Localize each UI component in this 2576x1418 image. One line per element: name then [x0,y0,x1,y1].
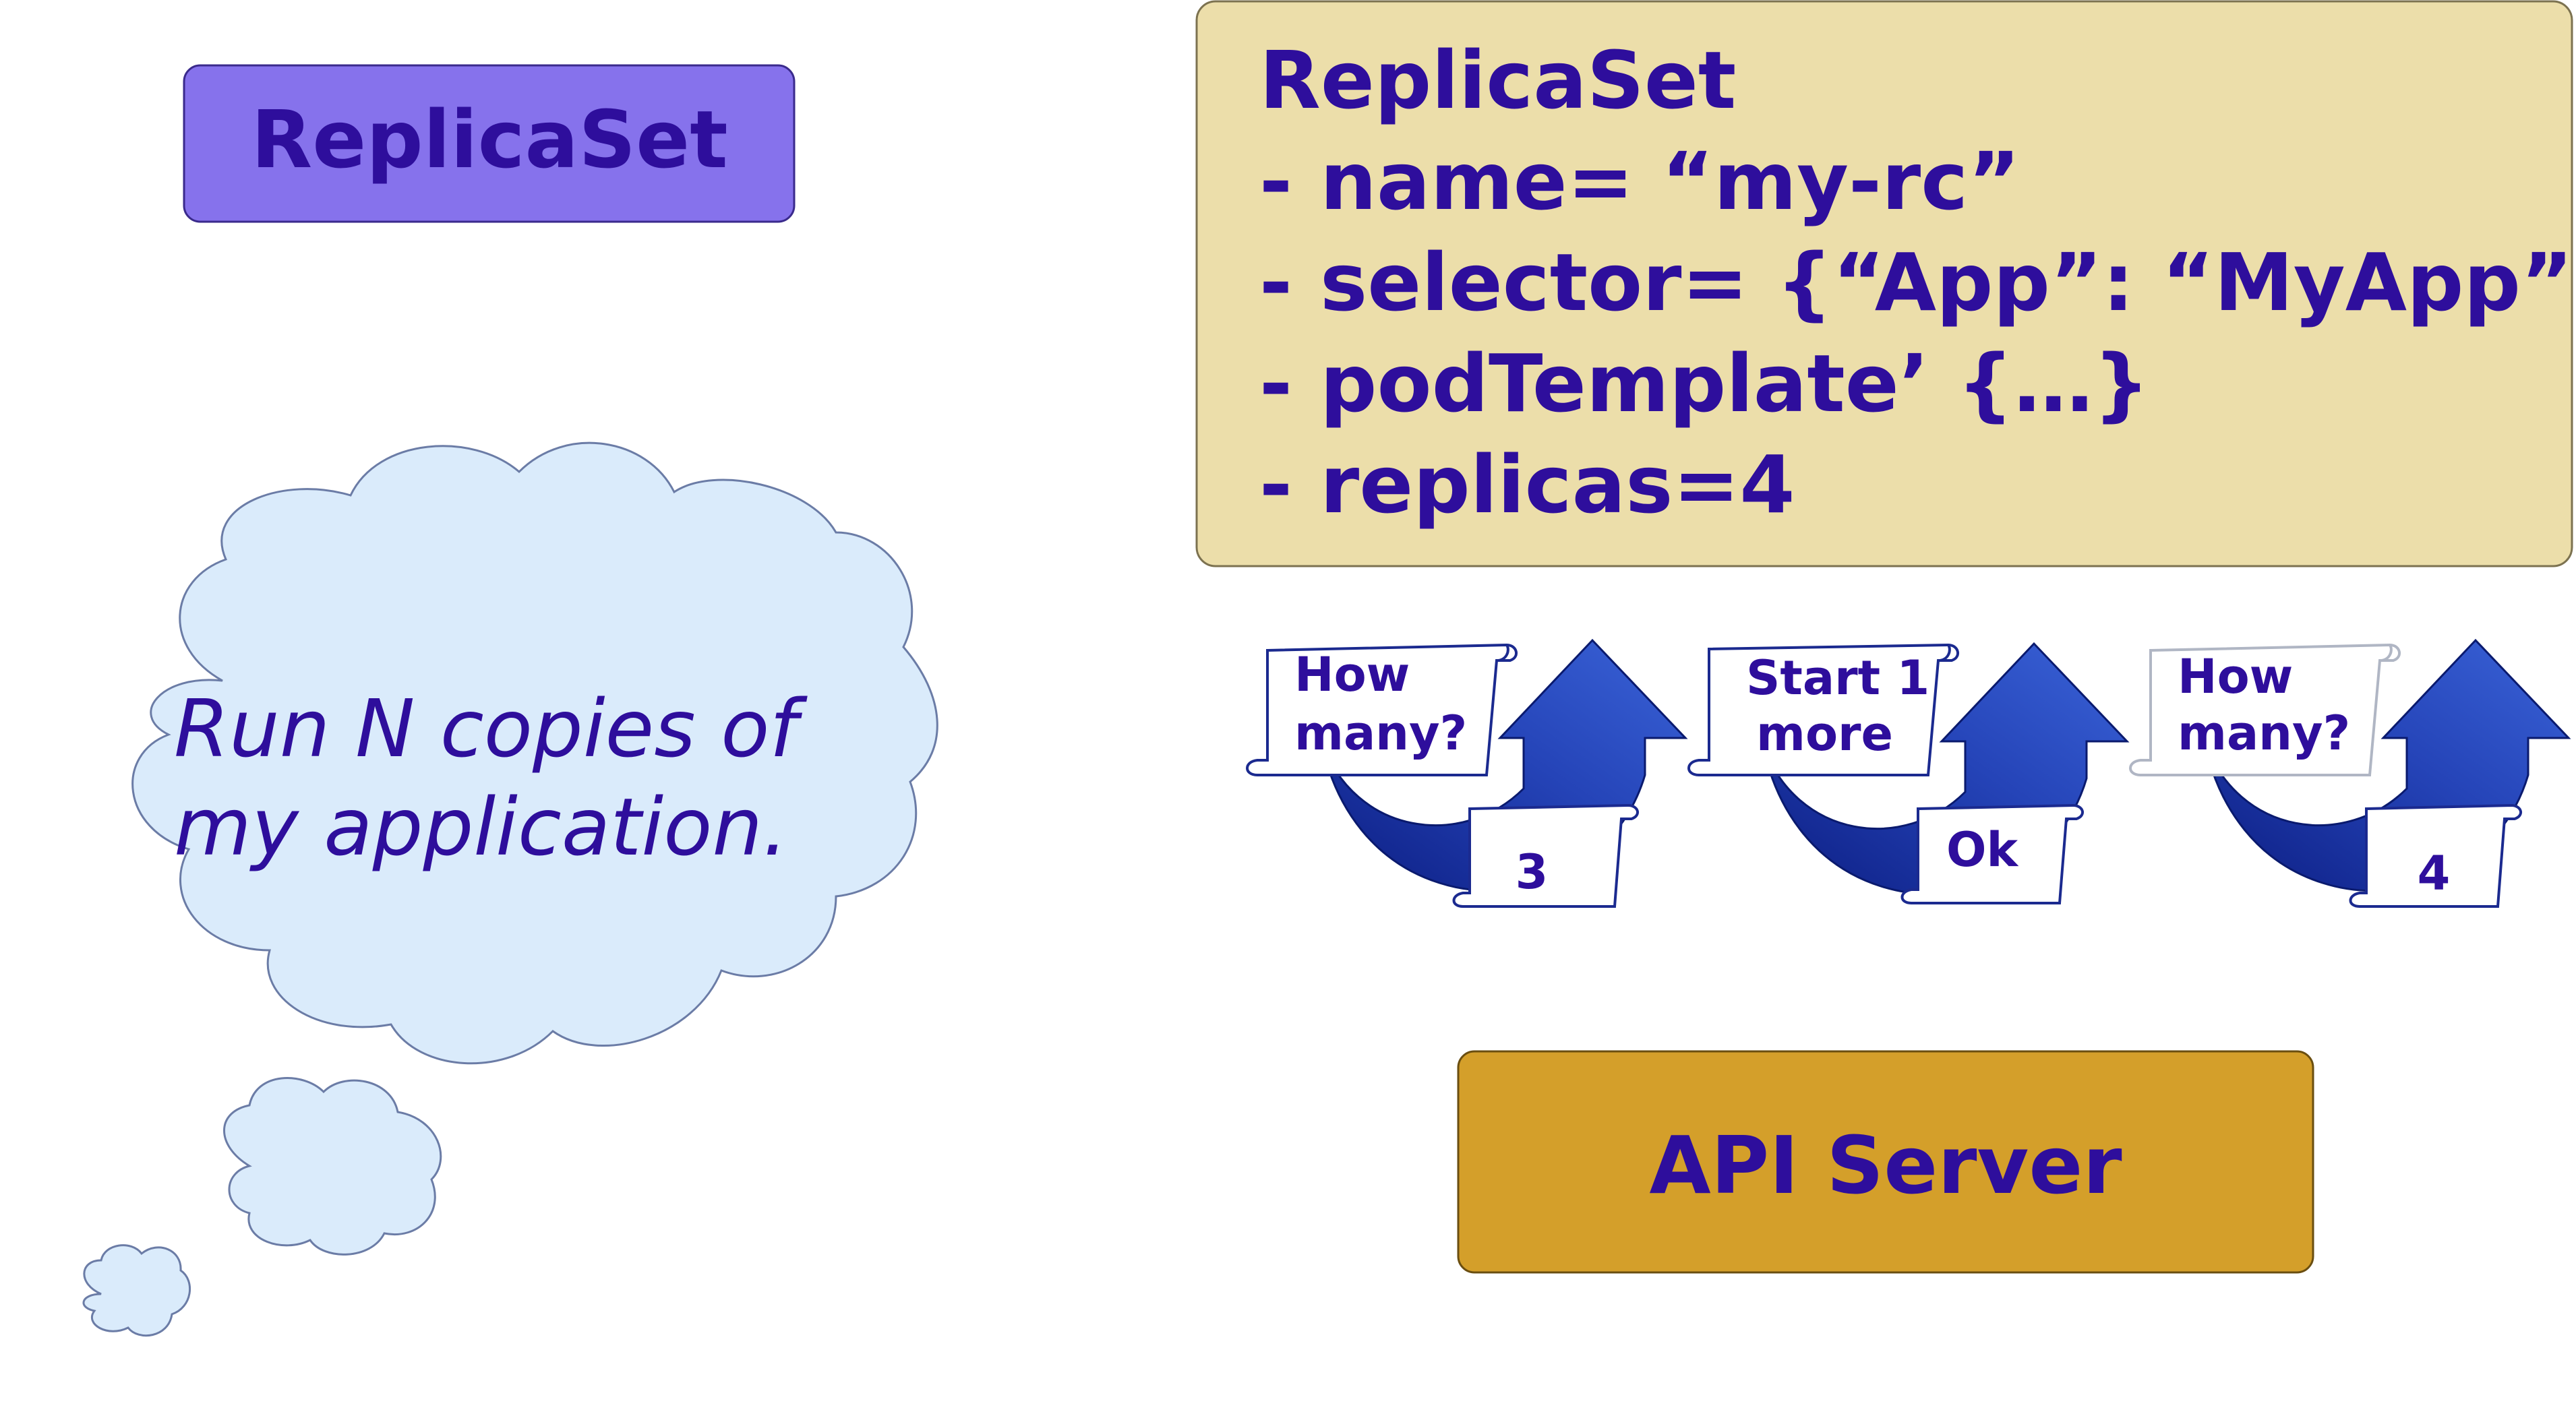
thought-bubble-medium [223,1077,442,1256]
request-text-1a: How [1294,647,1410,702]
request-scroll-2: Start 1 more [1687,643,1959,776]
spec-title: ReplicaSet [1259,34,1736,127]
request-text-3a: How [2178,649,2293,704]
request-scroll-3: How many? [2129,643,2401,776]
exchange-1: How many? 3 [1246,639,1687,908]
thought-bubble-small [82,1244,191,1337]
api-server-box: API Server [1457,1050,2314,1274]
request-scroll-1: How many? [1246,643,1518,776]
thought-line-1: Run N copies of [174,682,808,775]
request-text-1b: many? [1294,706,1467,761]
api-server-label: API Server [1649,1119,2122,1212]
spec-line-podtemplate: - podTemplate’ {…} [1259,337,2150,430]
request-text-2b: more [1756,706,1893,762]
response-text-2: Ok [1946,822,2019,877]
response-scroll-1: 3 [1452,803,1639,908]
replicaset-label-box: ReplicaSet [183,64,796,223]
exchange-3: How many? 4 [2129,639,2570,908]
spec-line-replicas: - replicas=4 [1259,438,1795,531]
spec-line-selector: - selector= {“App”: “MyApp”} [1259,236,2576,329]
replicaset-spec-box: ReplicaSet - name= “my-rc” - selector= {… [1195,0,2576,567]
response-scroll-3: 4 [2349,803,2522,908]
response-scroll-2: Ok [1900,803,2084,904]
request-text-3b: many? [2178,706,2350,761]
thought-line-2: my application. [174,780,788,873]
response-text-3: 4 [2418,846,2451,901]
response-text-1: 3 [1516,844,1549,900]
thought-cloud: Run N copies of my application. [82,441,938,1337]
spec-line-name: - name= “my-rc” [1259,135,2020,228]
exchange-2: Start 1 more Ok [1687,642,2128,904]
request-text-2a: Start 1 [1746,650,1929,706]
replicaset-label: ReplicaSet [251,93,727,186]
